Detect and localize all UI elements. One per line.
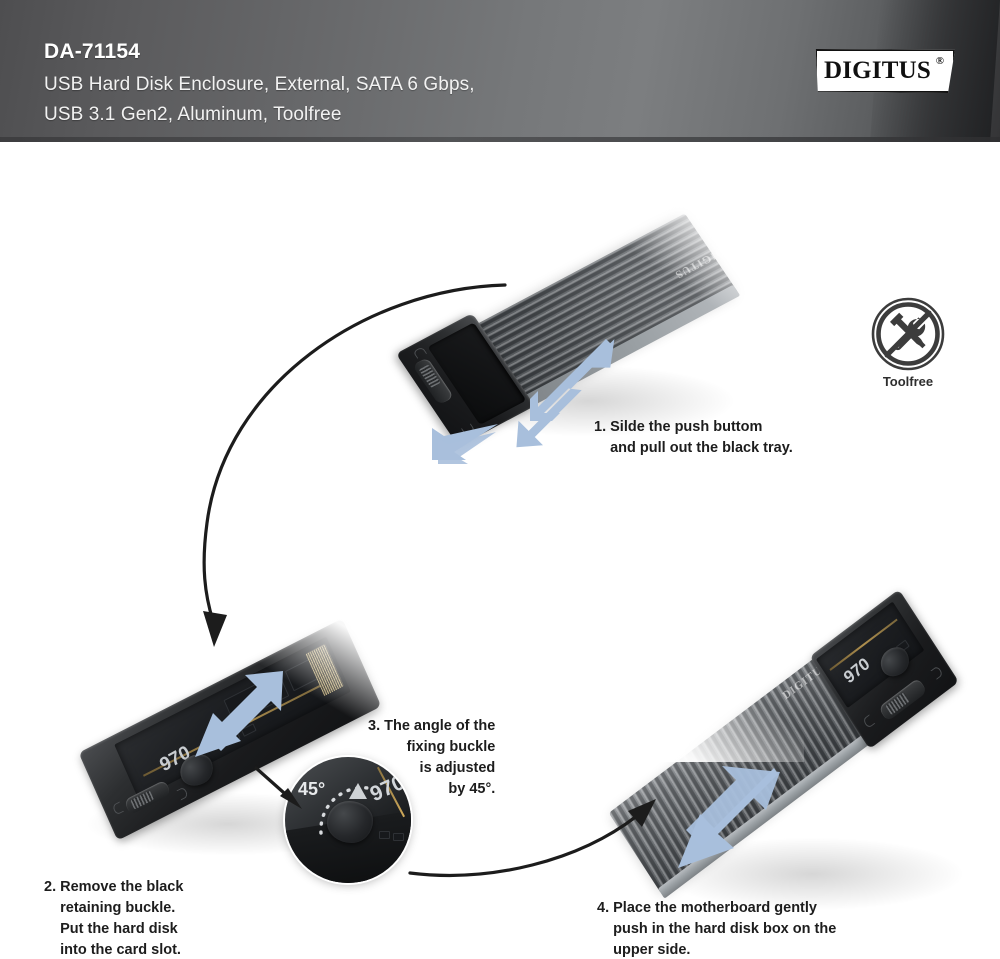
product-subtitle-line-2: USB 3.1 Gen2, Aluminum, Toolfree [44, 104, 342, 125]
inset-angle-label: 45° [298, 779, 326, 799]
flow-arrow-step3-to-step4 [408, 799, 656, 877]
blue-arrow-push-button [432, 424, 498, 464]
logo-plate-shape [815, 49, 955, 93]
no-tools-icon [871, 297, 945, 371]
push-button-slider[interactable] [878, 677, 928, 722]
page-title: DA-71154 [44, 40, 141, 63]
tray-hook-left-icon [111, 801, 125, 816]
toolfree-badge: Toolfree [862, 296, 954, 396]
blue-arrow-insert-direction [195, 671, 283, 757]
flow-arrow-to-detail-inset [254, 766, 302, 809]
step-4-caption: 4. Place the motherboard gently push in … [597, 900, 837, 958]
fixing-buckle-closeup[interactable] [327, 801, 373, 843]
logo-wordmark: DIGITUS [824, 57, 931, 84]
tray-hook-right-icon [930, 665, 944, 681]
toolfree-label: Toolfree [882, 374, 934, 389]
inset-angle-marker-icon [349, 783, 367, 799]
product-subtitle-line-1: USB Hard Disk Enclosure, External, SATA … [44, 74, 475, 95]
tray-hook-left-icon [862, 714, 876, 729]
blue-arrow-pull-direction [516, 339, 615, 448]
inset-rotation-arc [319, 786, 375, 835]
inset-smd-1 [379, 831, 390, 839]
inset-smd-2 [393, 833, 404, 841]
step-3-caption: 3. The angle of the fixing buckle is adj… [368, 718, 496, 797]
header-banner: DA-71154 USB Hard Disk Enclosure, Extern… [0, 0, 1000, 142]
digitus-logo: DIGITUS ® [815, 49, 955, 93]
step-1-caption: 1. Silde the push buttom and pull out th… [594, 419, 793, 456]
step-2-caption: 2. Remove the black retaining buckle. Pu… [44, 879, 184, 958]
detail-inset-circle: 45° 970 [285, 757, 411, 883]
blue-arrow-assembly-direction [678, 766, 780, 868]
tray-hook-right-icon [176, 786, 189, 801]
flow-arrow-step1-to-step2 [202, 283, 507, 647]
registered-trademark-icon: ® [935, 55, 944, 67]
